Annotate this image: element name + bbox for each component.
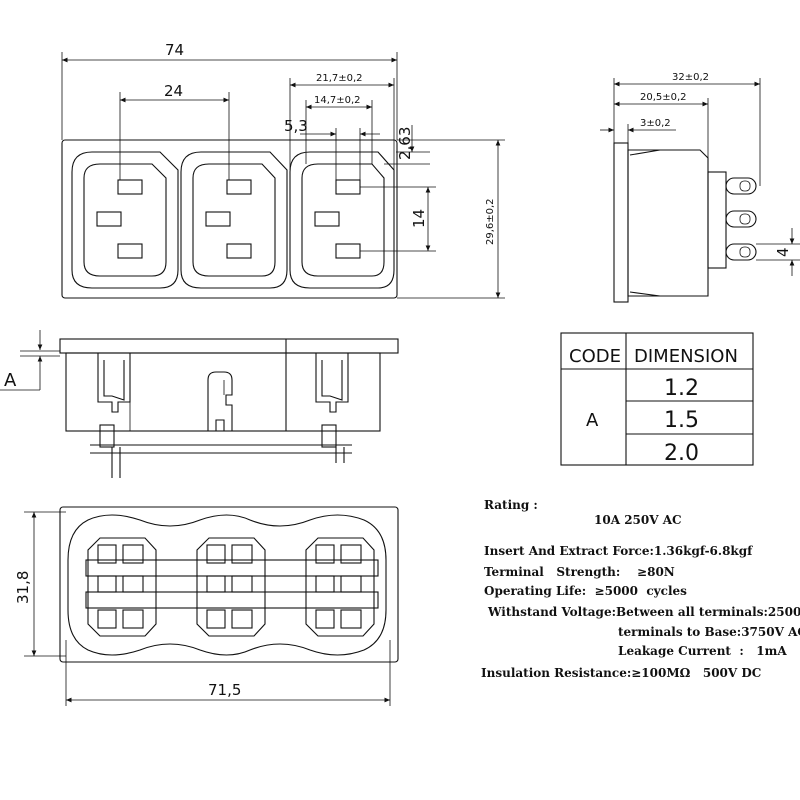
- dim-pitch: 24: [164, 82, 183, 100]
- table-header-code: CODE: [569, 346, 621, 367]
- spec-withstand-2: terminals to Base:3750V AC: [618, 625, 800, 639]
- spec-insulation: Insulation Resistance:≥100MΩ 500V DC: [481, 666, 761, 680]
- table-value-2: 1.5: [664, 408, 699, 433]
- dim-height: 29,6±0,2: [485, 198, 496, 245]
- specifications: Rating : 10A 250V AC Insert And Extract …: [481, 498, 800, 680]
- dim-bottom-width: 71,5: [208, 681, 241, 699]
- socket-2: [180, 151, 288, 289]
- section-view: A: [0, 330, 399, 478]
- dim-pin-spacing: 14,7±0,2: [314, 95, 361, 106]
- spec-rating-label: Rating :: [484, 498, 538, 512]
- spec-rating-value: 10A 250V AC: [594, 513, 682, 527]
- dim-flange: 3±0,2: [640, 118, 671, 129]
- table-code-a: A: [586, 410, 599, 431]
- socket-1: [71, 151, 179, 289]
- dim-pin-width: 5,3: [284, 117, 308, 135]
- spec-operating-life: Operating Life: ≥5000 cycles: [484, 584, 687, 598]
- front-view: 74 24 21,7±0,2 14,7±0,2 5,3 2,63 14: [61, 41, 505, 299]
- dimension-table: CODE DIMENSION A 1.2 1.5 2.0: [560, 332, 754, 466]
- dim-bottom-height: 31,8: [14, 571, 32, 604]
- dim-depth: 32±0,2: [672, 72, 709, 83]
- spec-withstand-1: Withstand Voltage:Between all terminals:…: [487, 605, 800, 619]
- dim-overall-width: 74: [165, 41, 184, 59]
- table-value-3: 2.0: [664, 441, 699, 466]
- dim-body-depth: 20,5±0,2: [640, 92, 687, 103]
- section-label-a: A: [4, 370, 17, 391]
- table-value-1: 1.2: [664, 376, 699, 401]
- dim-socket-width: 21,7±0,2: [316, 73, 363, 84]
- dim-terminal-pitch: 4: [774, 247, 792, 257]
- spec-terminal-strength: Terminal Strength: ≥80N: [484, 565, 675, 579]
- table-header-dimension: DIMENSION: [634, 346, 738, 367]
- spec-leakage: Leakage Current : 1mA: [618, 644, 787, 658]
- side-view: 32±0,2 20,5±0,2 3±0,2 4: [600, 72, 800, 303]
- socket-3: [289, 151, 395, 289]
- bottom-view: 31,8 71,5: [14, 506, 399, 706]
- dim-pin-offset: 2,63: [396, 127, 414, 160]
- front-outline: [61, 139, 398, 299]
- side-flange: [613, 142, 629, 303]
- dim-pin-vertical: 14: [410, 209, 428, 228]
- spec-insert-force: Insert And Extract Force:1.36kgf-6.8kgf: [484, 544, 753, 558]
